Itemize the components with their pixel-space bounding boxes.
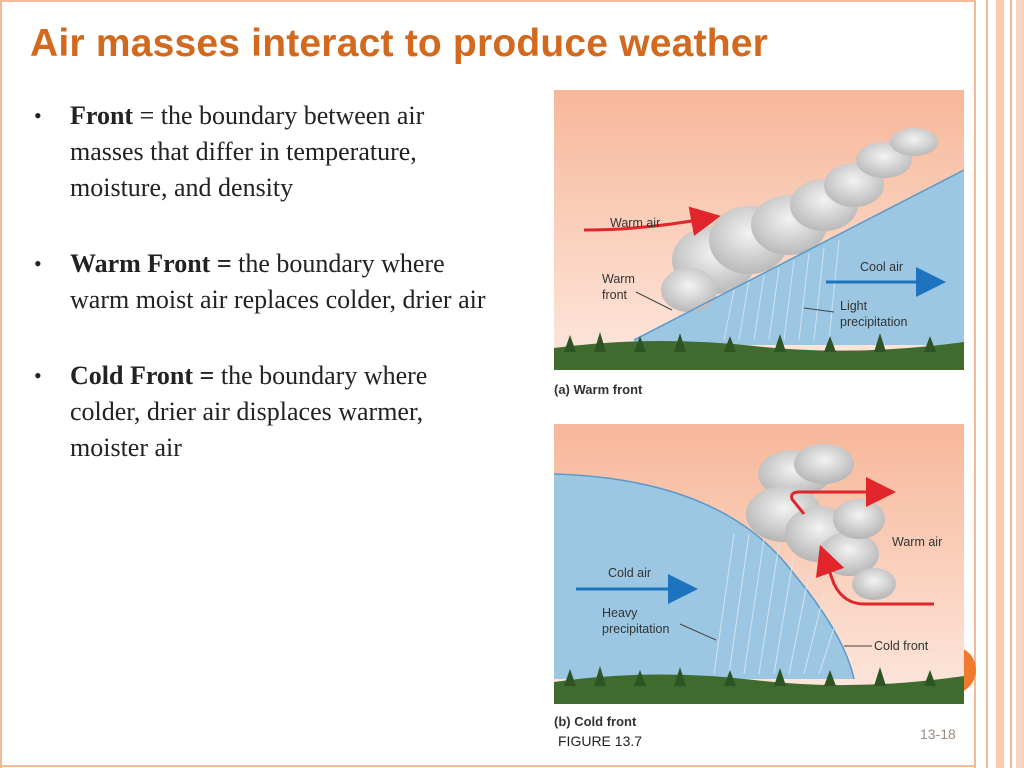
label-warm-air: Warm air	[892, 535, 942, 549]
frame-right-line	[974, 0, 976, 768]
frame-top-line	[0, 0, 976, 2]
label-light-precip-1: Light	[840, 299, 868, 313]
cold-front-figure: Cold air Warm air Heavy precipitation Co…	[554, 424, 964, 704]
label-cold-air: Cold air	[608, 566, 651, 580]
bullet-list: • Front = the boundary between air masse…	[30, 98, 500, 506]
frame-bottom-line	[0, 765, 976, 767]
warm-air-arrow	[583, 206, 721, 237]
bullet-term: Front	[70, 101, 134, 130]
bullet-warm-front: • Warm Front = the boundary where warm m…	[30, 246, 500, 318]
bullet-text: the boundary where colder, drier air dis…	[70, 361, 428, 462]
label-warm-front-1: Warm	[602, 272, 635, 286]
warm-air-arrow-lower	[815, 544, 934, 606]
label-heavy-precip-2: precipitation	[602, 622, 669, 636]
bullet-dot: •	[34, 363, 42, 388]
bullet-front: • Front = the boundary between air masse…	[30, 98, 500, 206]
bullet-text: = the boundary between air masses that d…	[70, 101, 425, 202]
slide-title: Air masses interact to produce weather	[30, 22, 769, 65]
bullet-dot: •	[34, 251, 42, 276]
figure-label: FIGURE 13.7	[558, 733, 643, 749]
warm-air-arrow-upper	[790, 477, 896, 515]
cold-front-caption: (b) Cold front	[554, 714, 637, 729]
bullet-term: Warm Front =	[70, 249, 232, 278]
label-warm-air: Warm air	[610, 216, 660, 230]
bullet-cold-front: • Cold Front = the boundary where colder…	[30, 358, 500, 466]
bullet-term: Cold Front =	[70, 361, 215, 390]
bullet-text: the boundary where warm moist air replac…	[70, 249, 486, 314]
label-light-precip-2: precipitation	[840, 315, 907, 329]
decorative-stripes	[974, 0, 1024, 768]
warm-front-caption: (a) Warm front	[554, 382, 643, 397]
bullet-dot: •	[34, 103, 42, 128]
page-number: 13-18	[920, 726, 956, 742]
label-cool-air: Cool air	[860, 260, 903, 274]
label-cold-front: Cold front	[874, 639, 929, 653]
frame-left-line	[0, 0, 2, 768]
warm-front-figure: Warm air Warm front Cool air Light preci…	[554, 90, 964, 370]
label-warm-front-2: front	[602, 288, 628, 302]
label-heavy-precip-1: Heavy	[602, 606, 638, 620]
